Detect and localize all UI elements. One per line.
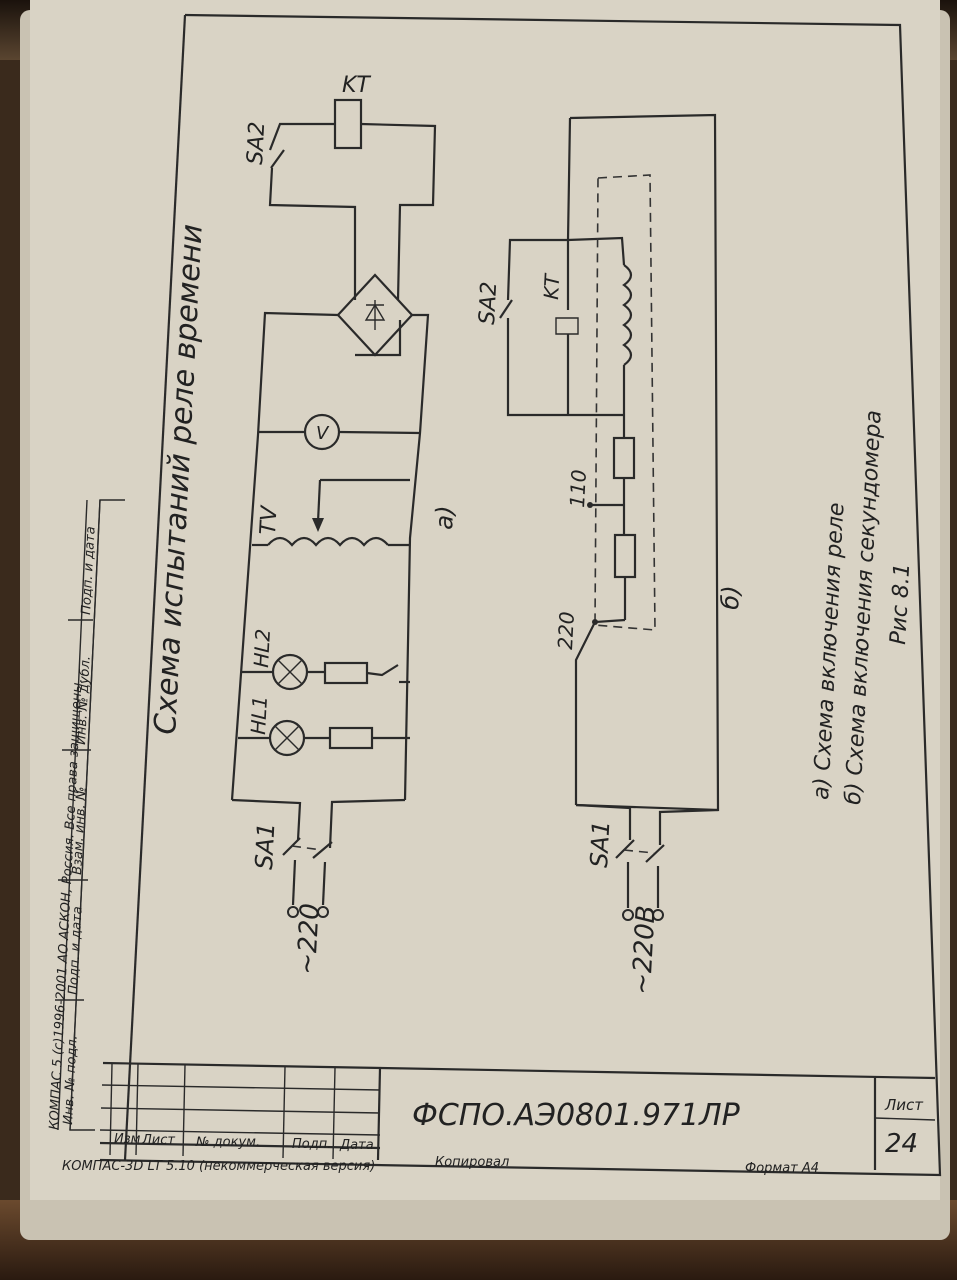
sa1-switch-a-pole2 (312, 841, 333, 859)
caption-b: б) Схема включения секундомера (841, 410, 887, 806)
drawing-frame (99, 13, 942, 1177)
tap-110-label: 110 (565, 469, 591, 508)
drawing-sheet (30, 0, 940, 1200)
circuit-b: SA2 KT 110 220 SA1 (475, 113, 720, 996)
kt-inductor-b (622, 264, 633, 366)
tv-label: TV (256, 504, 283, 536)
figure-label: Рис 8.1 (886, 562, 915, 645)
supply-label-b: ~220В (627, 905, 662, 996)
sa1-label-b: SA1 (585, 820, 615, 868)
tv-tap-arrow (312, 518, 324, 532)
terminal-a2 (317, 906, 329, 918)
terminal-b2 (652, 909, 664, 921)
hl2-label: HL2 (249, 628, 275, 668)
tb-col-sign: Подп. (292, 1137, 331, 1152)
tb-col-docnum: № докум. (195, 1135, 260, 1150)
hl1-label: HL1 (246, 695, 272, 735)
kt-contact-b (555, 317, 579, 335)
side-cell-1: Инв. № подл. (61, 1035, 81, 1125)
kt-coil-a (333, 98, 363, 150)
stopwatch-box (594, 174, 656, 631)
voltmeter-label: V (316, 423, 330, 444)
side-cell-5: Подп. и дата (79, 526, 99, 615)
sheet-label: Лист (884, 1096, 924, 1114)
resistor-hl2 (323, 661, 369, 685)
sheet-number: 24 (885, 1129, 918, 1159)
resistor-b2 (613, 533, 637, 579)
circuit-a: KT SA2 V TV HL1 HL2 (230, 73, 437, 975)
tb-col-izm: Изм (114, 1132, 141, 1147)
format-label: Формат А4 (745, 1161, 819, 1176)
supply-label-a: ~220 (292, 902, 326, 975)
sa2-switch-a (270, 149, 285, 169)
terminal-a1 (287, 906, 299, 918)
terminal-b1 (622, 909, 634, 921)
kt-label-b: KT (539, 272, 564, 300)
tap-220-label: 220 (553, 611, 579, 650)
sa1-switch-a-pole1 (282, 837, 301, 856)
frame-left-border (123, 14, 187, 1161)
sub-label-a: а) (430, 505, 459, 531)
side-cell-3: Взам. инв. № (70, 786, 90, 875)
sa2-label-b: SA2 (475, 281, 502, 325)
tb-col-list: Лист (141, 1133, 175, 1148)
side-cell-2: Подп. и дата (66, 906, 86, 995)
sub-label-b: б) (716, 585, 745, 611)
tv-autotransformer (267, 536, 389, 547)
kt-label-a: KT (342, 73, 371, 98)
sa2-label-a: SA2 (243, 121, 270, 165)
sa1-switch-b-pole2 (645, 844, 665, 863)
title-block: Изм Лист № докум. Подп. Дата ФСПО.АЭ0801… (62, 1061, 936, 1176)
side-strip: КОМПАС 5 (с)1996-2001 АО АСКОН, Россия. … (47, 499, 125, 1131)
sa1-label-a: SA1 (250, 822, 280, 870)
sa1-switch-b-pole1 (615, 839, 635, 859)
sa2-switch-b (499, 299, 513, 319)
doc-code: ФСПО.АЭ0801.971ЛР (412, 1098, 741, 1133)
software-note: КОМПАС-3D LT 5.10 (некоммерческая версия… (62, 1159, 375, 1174)
copied-label: Копировал (435, 1155, 509, 1170)
tb-col-date: Дата (339, 1138, 374, 1153)
resistor-b1 (612, 436, 636, 480)
resistor-hl1 (328, 726, 374, 750)
side-cell-4: Инв. № дубл. (74, 656, 94, 746)
drawing-title: Схема испытаний реле времени (148, 223, 210, 735)
